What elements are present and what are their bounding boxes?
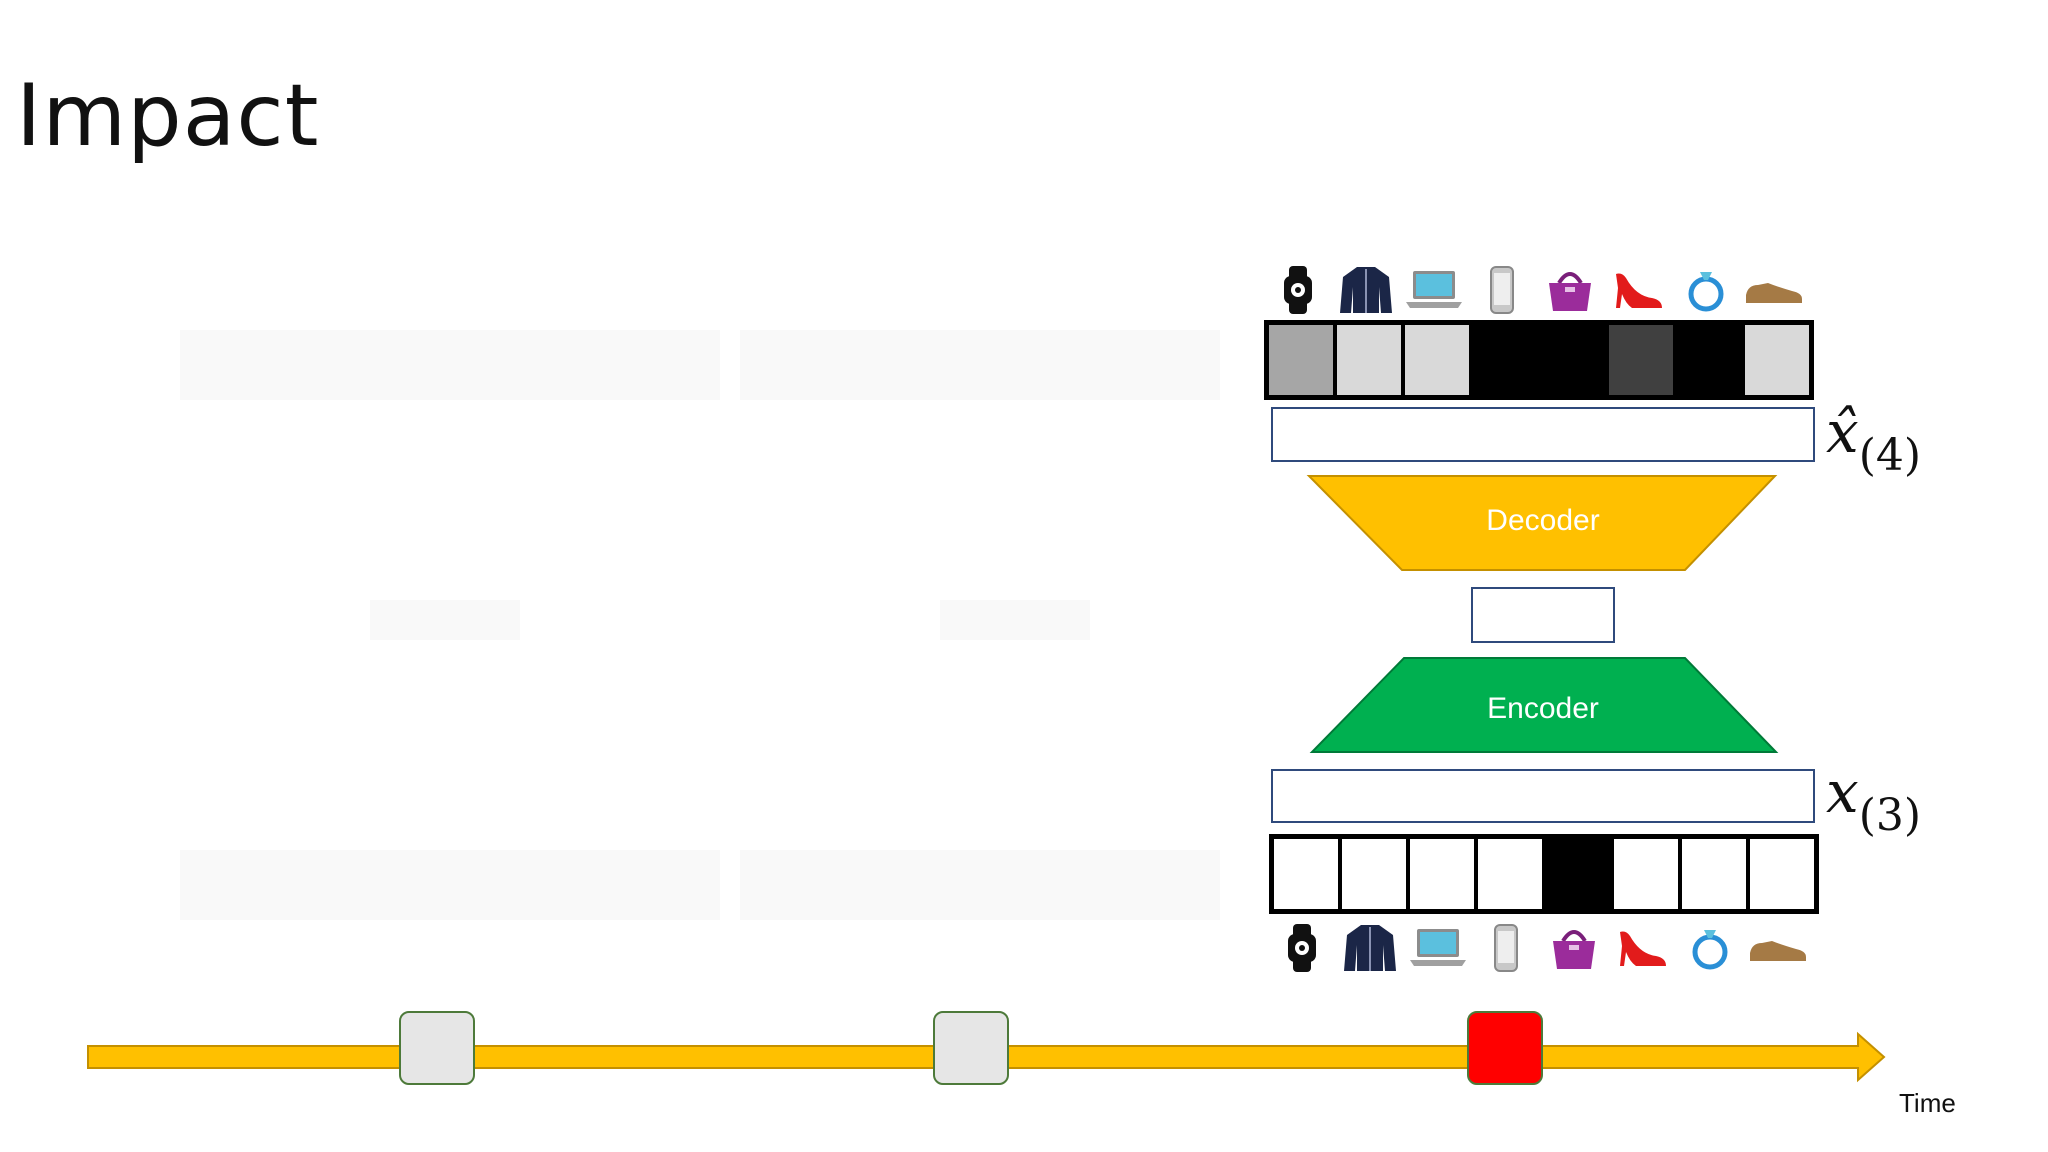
phone-icon — [1468, 262, 1536, 318]
input-label: x(3) — [1826, 758, 1921, 841]
timeline-marker-current — [1467, 1011, 1543, 1085]
input-cell — [1546, 839, 1614, 909]
input-cell — [1614, 839, 1682, 909]
watch-icon — [1268, 920, 1336, 976]
phone-icon — [1472, 920, 1540, 976]
handbag-icon — [1536, 262, 1604, 318]
latent-code-box — [1471, 587, 1615, 643]
input-cell — [1274, 839, 1342, 909]
output-vector-box — [1271, 407, 1815, 462]
faded-background-strip-bottom — [180, 850, 720, 920]
faded-background-latent — [370, 600, 520, 640]
timeline-marker-past — [933, 1011, 1009, 1085]
input-product-icons — [1268, 920, 1812, 976]
input-cell — [1342, 839, 1410, 909]
faded-background-latent-2 — [940, 600, 1090, 640]
output-cell — [1405, 325, 1473, 395]
high-heel-icon — [1608, 920, 1676, 976]
watch-icon — [1264, 262, 1332, 318]
output-label: x̂(4) — [1826, 398, 1921, 481]
time-axis-label: Time — [1899, 1088, 1956, 1118]
timeline-marker-past — [399, 1011, 475, 1085]
output-cell — [1337, 325, 1405, 395]
shoe-icon — [1740, 262, 1808, 318]
faded-background-strip-bottom-2 — [740, 850, 1220, 920]
shoe-icon — [1744, 920, 1812, 976]
output-vector-strip — [1264, 320, 1814, 400]
ring-icon — [1676, 920, 1744, 976]
decoder-shape — [1306, 475, 1778, 571]
input-label-base: x — [1826, 758, 1859, 826]
ring-icon — [1672, 262, 1740, 318]
output-label-base: x̂ — [1826, 398, 1859, 466]
jacket-icon — [1332, 262, 1400, 318]
faded-background-strip-top-2 — [740, 330, 1220, 400]
output-cell — [1745, 325, 1809, 395]
high-heel-icon — [1604, 262, 1672, 318]
decoder-label: Decoder — [1486, 504, 1600, 537]
faded-background-strip-top — [180, 330, 720, 400]
input-cell — [1750, 839, 1814, 909]
input-cell — [1410, 839, 1478, 909]
laptop-icon — [1400, 262, 1468, 318]
handbag-icon — [1540, 920, 1608, 976]
output-label-sub: (4) — [1858, 430, 1922, 481]
laptop-icon — [1404, 920, 1472, 976]
input-label-sub: (3) — [1858, 790, 1922, 841]
slide-title: Impact — [16, 66, 320, 166]
output-cell — [1269, 325, 1337, 395]
encoder-label: Encoder — [1487, 692, 1599, 725]
output-product-icons — [1264, 262, 1808, 318]
jacket-icon — [1336, 920, 1404, 976]
output-cell — [1541, 325, 1609, 395]
input-cell — [1478, 839, 1546, 909]
input-vector-box — [1271, 769, 1815, 823]
output-cell — [1609, 325, 1677, 395]
encoder-shape — [1309, 657, 1779, 753]
input-vector-strip — [1269, 834, 1819, 914]
output-cell — [1677, 325, 1745, 395]
input-cell — [1682, 839, 1750, 909]
output-cell — [1473, 325, 1541, 395]
